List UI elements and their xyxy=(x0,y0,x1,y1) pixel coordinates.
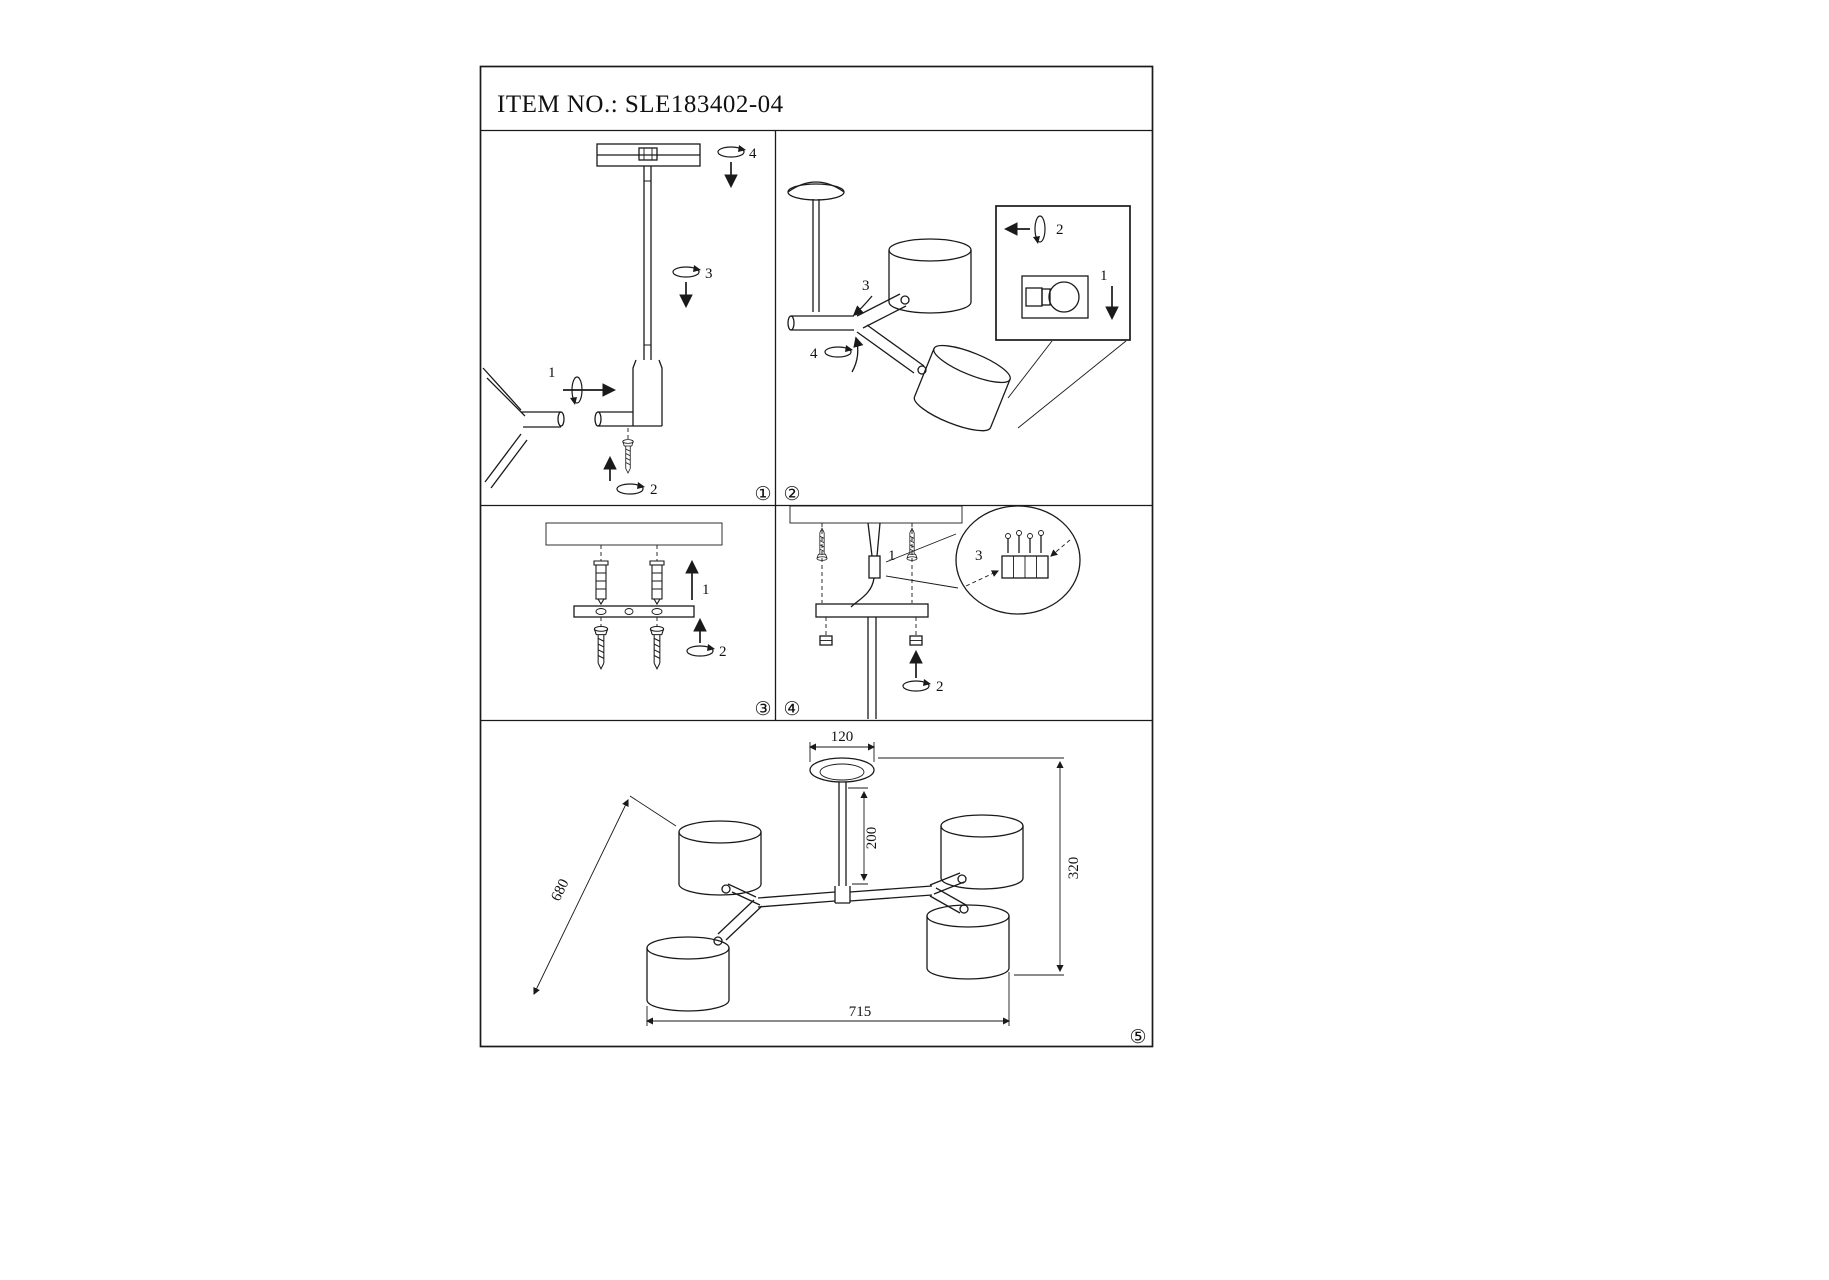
step-1-label: 1 xyxy=(548,365,556,381)
inset-border xyxy=(955,505,1081,615)
inset-callout-lines xyxy=(1007,340,1127,429)
shade-socket xyxy=(957,874,967,884)
wall-plug-icon xyxy=(593,560,609,605)
shade-socket xyxy=(721,884,731,894)
step-1-label: 1 xyxy=(702,582,710,598)
dim-715-label: 715 xyxy=(849,1004,872,1020)
stem-rod xyxy=(838,782,847,886)
panel-1-stem-assembly: 4 3 1 2 ① xyxy=(482,143,772,505)
cap-nut-icon xyxy=(819,635,923,646)
rotate-arrow-3-icon xyxy=(672,264,702,278)
dimension-120: 120 xyxy=(808,729,876,762)
shade-socket xyxy=(959,904,969,914)
curved-arrow-icon xyxy=(851,336,864,373)
step-2-label: 2 xyxy=(1056,222,1064,238)
dim-320-label: 320 xyxy=(1066,857,1082,880)
dimension-680: 680 xyxy=(533,795,677,995)
center-hub xyxy=(834,886,851,904)
dimension-200: 200 xyxy=(848,787,880,885)
screw-guide-lines xyxy=(600,617,658,626)
lamp-socket-icon xyxy=(1025,287,1043,307)
inset-border xyxy=(995,205,1131,341)
dimension-715: 715 xyxy=(645,972,1011,1026)
step-1-label: 1 xyxy=(1100,268,1108,284)
shade-socket xyxy=(917,365,927,375)
arm-y-junction xyxy=(482,367,565,489)
lampshade-top-right xyxy=(940,814,1024,890)
dim-680-label: 680 xyxy=(548,877,572,904)
shade-socket xyxy=(900,295,910,305)
lampshade-bottom-left xyxy=(646,936,730,1012)
step-1-label: 1 xyxy=(888,548,896,564)
wire-arrow-icon xyxy=(965,570,999,587)
grub-screw-icon xyxy=(622,439,634,474)
canopy xyxy=(809,757,875,783)
outer-border xyxy=(479,65,1154,1048)
ceiling-section xyxy=(545,522,723,546)
wire-arrow-icon xyxy=(1050,539,1071,557)
step-2-label: 2 xyxy=(936,679,944,695)
panel-1-number: ① xyxy=(754,483,771,505)
step-2-label: 2 xyxy=(719,644,727,660)
ceiling-canopy xyxy=(787,181,845,201)
step-3-label: 3 xyxy=(705,266,713,282)
bulb-icon xyxy=(1048,281,1080,313)
socket-housing xyxy=(1021,275,1089,319)
bulb-inset: 2 1 xyxy=(995,205,1131,341)
panel-4-number: ④ xyxy=(783,698,800,720)
mounting-bar xyxy=(573,605,695,618)
dim-200-label: 200 xyxy=(864,827,880,850)
curved-arrow-icon xyxy=(852,295,873,317)
stem-rod xyxy=(643,166,652,360)
rotate-arrow-2-icon xyxy=(686,643,716,657)
ceiling-bracket xyxy=(596,143,701,167)
panel-5-number: ⑤ xyxy=(1129,1026,1146,1048)
lampshade-lower xyxy=(909,337,1015,439)
step-3-label: 3 xyxy=(862,278,870,294)
dim-120-label: 120 xyxy=(831,729,854,745)
socket-neck xyxy=(1041,288,1051,306)
rotate-arrow-1-icon xyxy=(569,376,583,406)
panel-4-wiring: 1 2 3 ④ xyxy=(783,505,1081,720)
rotate-arrow-2-icon xyxy=(616,481,646,495)
arms xyxy=(717,872,967,941)
stem-rod xyxy=(812,199,820,312)
dowel-guide-lines xyxy=(600,545,658,561)
nut-guide-lines xyxy=(825,617,917,636)
ceiling-section xyxy=(789,505,963,524)
mounting-screw-icon xyxy=(649,626,665,670)
tee-connector xyxy=(594,359,663,427)
wire-connector xyxy=(850,522,881,608)
screw-guide-lines xyxy=(821,523,913,603)
wall-plug-icon xyxy=(649,560,665,605)
inset-callout-lines xyxy=(885,533,959,589)
panel-5-dimensions: 120 200 320 680 715 ⑤ xyxy=(533,729,1147,1048)
document-frame xyxy=(479,65,1154,1048)
dimension-320: 320 xyxy=(878,757,1082,976)
panel-2-shade-and-bulb: 3 4 2 1 ② xyxy=(783,181,1131,505)
step-3-label: 3 xyxy=(975,548,983,564)
item-number-title: ITEM NO.: SLE183402-04 xyxy=(497,91,784,118)
lampshade-bottom-right xyxy=(926,904,1010,980)
rotate-arrow-4-icon xyxy=(717,144,747,158)
rotate-arrow-2-icon xyxy=(1032,215,1046,245)
panel-2-number: ② xyxy=(783,483,800,505)
shade-socket xyxy=(713,936,723,946)
rotate-arrow-4-icon xyxy=(824,344,854,358)
step-4-label: 4 xyxy=(810,346,818,362)
canopy-plate xyxy=(815,603,929,719)
step-2-label: 2 xyxy=(650,482,658,498)
lampshade-top-left xyxy=(678,820,762,896)
step-4-label: 4 xyxy=(749,146,757,162)
rotate-arrow-2-icon xyxy=(902,678,932,692)
mounting-screw-icon xyxy=(593,626,609,670)
panel-3-ceiling-mounting: 1 2 ③ xyxy=(545,522,772,720)
terminal-inset: 3 xyxy=(955,505,1081,615)
panel-3-number: ③ xyxy=(754,698,771,720)
